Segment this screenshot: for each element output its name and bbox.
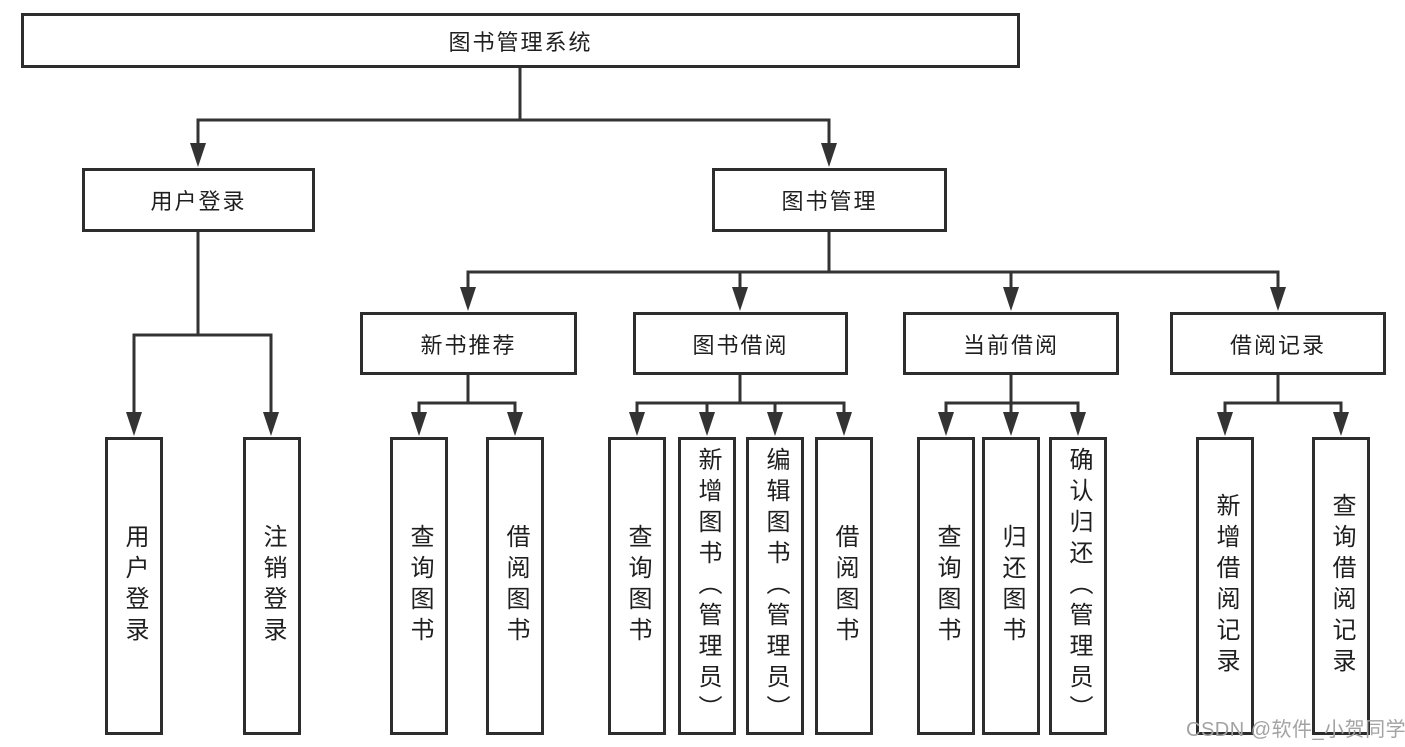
leaf-borrow-books-recommend-label: 借阅图书 — [502, 524, 529, 648]
node-root-label: 图书管理系统 — [448, 29, 593, 55]
node-user-login: 用户登录 — [82, 168, 315, 232]
leaf-borrow-books-borrow-label: 借阅图书 — [831, 524, 858, 648]
leaf-add-books-admin: 新增图书（管理员） — [678, 437, 736, 735]
leaf-query-books-current: 查询图书 — [917, 437, 975, 735]
leaf-query-books-current-label: 查询图书 — [933, 524, 960, 648]
node-current-borrow-label: 当前借阅 — [962, 332, 1059, 358]
leaf-add-borrow-record: 新增借阅记录 — [1196, 437, 1254, 735]
node-new-book-recommend-label: 新书推荐 — [420, 332, 517, 358]
node-borrow-records-label: 借阅记录 — [1229, 332, 1326, 358]
leaf-return-books: 归还图书 — [982, 437, 1040, 735]
leaf-logout-login: 注销登录 — [243, 437, 301, 735]
node-book-borrow-label: 图书借阅 — [692, 332, 789, 358]
node-current-borrow: 当前借阅 — [903, 312, 1119, 375]
leaf-query-books-recommend-label: 查询图书 — [406, 524, 433, 648]
leaf-query-books-recommend: 查询图书 — [390, 437, 448, 735]
node-book-management-label: 图书管理 — [781, 189, 878, 214]
leaf-edit-books-admin: 编辑图书（管理员） — [746, 437, 804, 735]
leaf-return-books-label: 归还图书 — [998, 524, 1025, 648]
node-book-borrow: 图书借阅 — [633, 312, 848, 375]
leaf-user-login: 用户登录 — [105, 437, 163, 735]
leaf-query-borrow-record: 查询借阅记录 — [1312, 437, 1370, 735]
node-user-login-label: 用户登录 — [150, 189, 247, 214]
node-new-book-recommend: 新书推荐 — [360, 312, 577, 375]
leaf-logout-login-label: 注销登录 — [259, 524, 286, 648]
leaf-query-books-borrow-label: 查询图书 — [624, 524, 651, 648]
leaf-user-login-label: 用户登录 — [121, 524, 148, 648]
leaf-borrow-books-recommend: 借阅图书 — [486, 437, 544, 735]
leaf-confirm-return-admin-label: 确认归还（管理员） — [1065, 446, 1092, 726]
leaf-query-borrow-record-label: 查询借阅记录 — [1328, 493, 1355, 679]
leaf-query-books-borrow: 查询图书 — [608, 437, 666, 735]
leaf-confirm-return-admin: 确认归还（管理员） — [1049, 437, 1107, 735]
leaf-add-borrow-record-label: 新增借阅记录 — [1212, 493, 1239, 679]
leaf-add-books-admin-label: 新增图书（管理员） — [694, 446, 721, 726]
leaf-borrow-books-borrow: 借阅图书 — [815, 437, 873, 735]
node-root: 图书管理系统 — [21, 13, 1020, 68]
csdn-watermark: CSDN @软件_小贺同学 — [1186, 719, 1405, 741]
leaf-edit-books-admin-label: 编辑图书（管理员） — [762, 446, 789, 726]
node-borrow-records: 借阅记录 — [1170, 312, 1386, 375]
node-book-management: 图书管理 — [712, 168, 947, 232]
